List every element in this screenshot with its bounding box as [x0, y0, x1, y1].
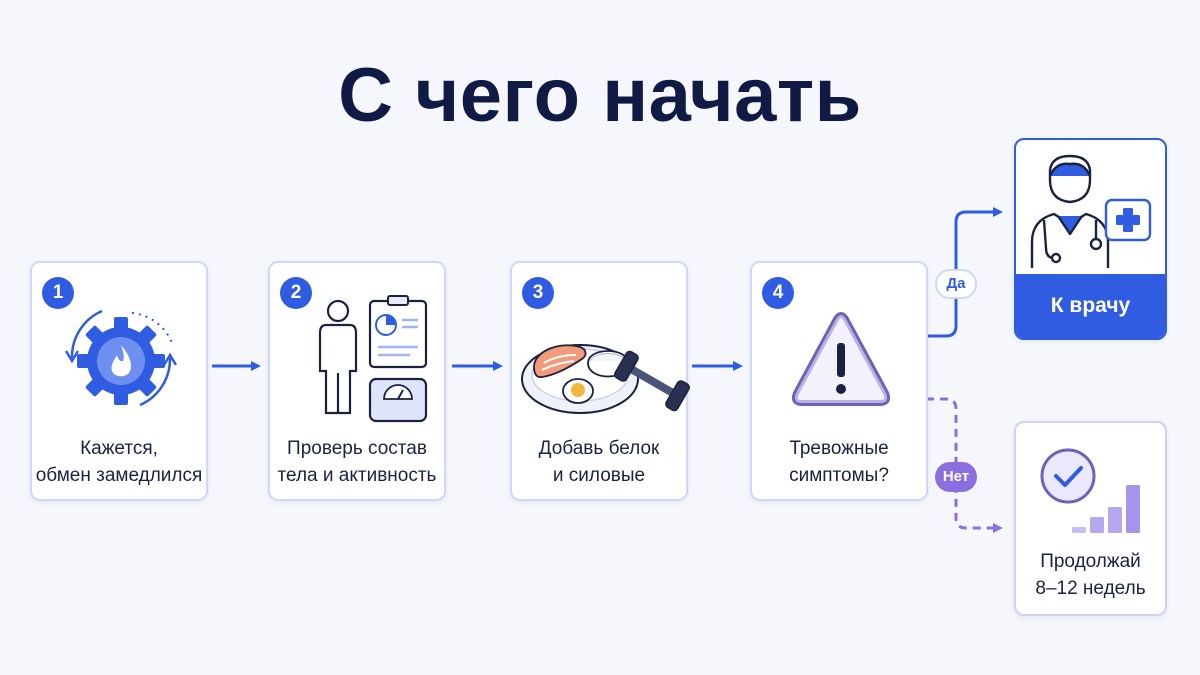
- step-label-line: обмен замедлился: [35, 465, 203, 486]
- report-clipboard-icon: [368, 295, 428, 369]
- step-label-line: Тревожные: [789, 438, 889, 459]
- decision-yes-label: Да: [935, 269, 977, 299]
- outcome-continue-card: Продолжай 8–12 недель: [1014, 421, 1167, 616]
- salmon-icon: [533, 344, 587, 379]
- progress-bars-icon: [1072, 485, 1140, 533]
- page-title: С чего начать: [338, 53, 862, 138]
- egg-icon: [562, 378, 594, 404]
- check-circle-icon: [1040, 448, 1096, 504]
- check-progress-chart-icon: [1040, 448, 1140, 533]
- step-card-2: 2 Проверь состав тела и активность: [268, 261, 446, 501]
- step-label-line: Кажется,: [80, 438, 158, 459]
- gear-flame-icon: [64, 309, 178, 407]
- warning-triangle-icon: [791, 312, 891, 406]
- doctor-icon: [1030, 154, 1152, 268]
- outcome-doctor-card: К врачу: [1014, 138, 1167, 340]
- step-number-badge: 1: [42, 277, 74, 309]
- step-label-line: тела и активность: [277, 465, 437, 486]
- medical-cross-icon: [1104, 198, 1152, 242]
- decision-no-label: Нет: [935, 462, 977, 492]
- step-card-1: 1 Кажется, обмен замедлился: [30, 261, 208, 501]
- step-card-4: 4 Тревожные симптомы?: [750, 261, 928, 501]
- bathroom-scale-icon: [368, 377, 428, 423]
- dumbbell-icon: [614, 350, 690, 412]
- person-icon: [318, 299, 358, 415]
- doctor-label: К врачу: [1016, 274, 1165, 338]
- continue-label-line: 8–12 недель: [1035, 578, 1146, 599]
- protein-plate-dumbbell-icon: [521, 344, 690, 414]
- continue-label-line: Продолжай: [1040, 551, 1141, 572]
- step-label-line: и силовые: [552, 465, 646, 486]
- body-scale-report-icon: [318, 295, 428, 423]
- step-number-badge: 4: [762, 277, 794, 309]
- step-label-line: Проверь состав: [287, 438, 427, 459]
- step-number-badge: 2: [280, 277, 312, 309]
- step-label-line: Добавь белок: [538, 438, 660, 459]
- step-card-3: 3 Добавь белок и силовые: [510, 261, 690, 501]
- step-number-badge: 3: [522, 277, 554, 309]
- step-label-line: симптомы?: [789, 465, 889, 486]
